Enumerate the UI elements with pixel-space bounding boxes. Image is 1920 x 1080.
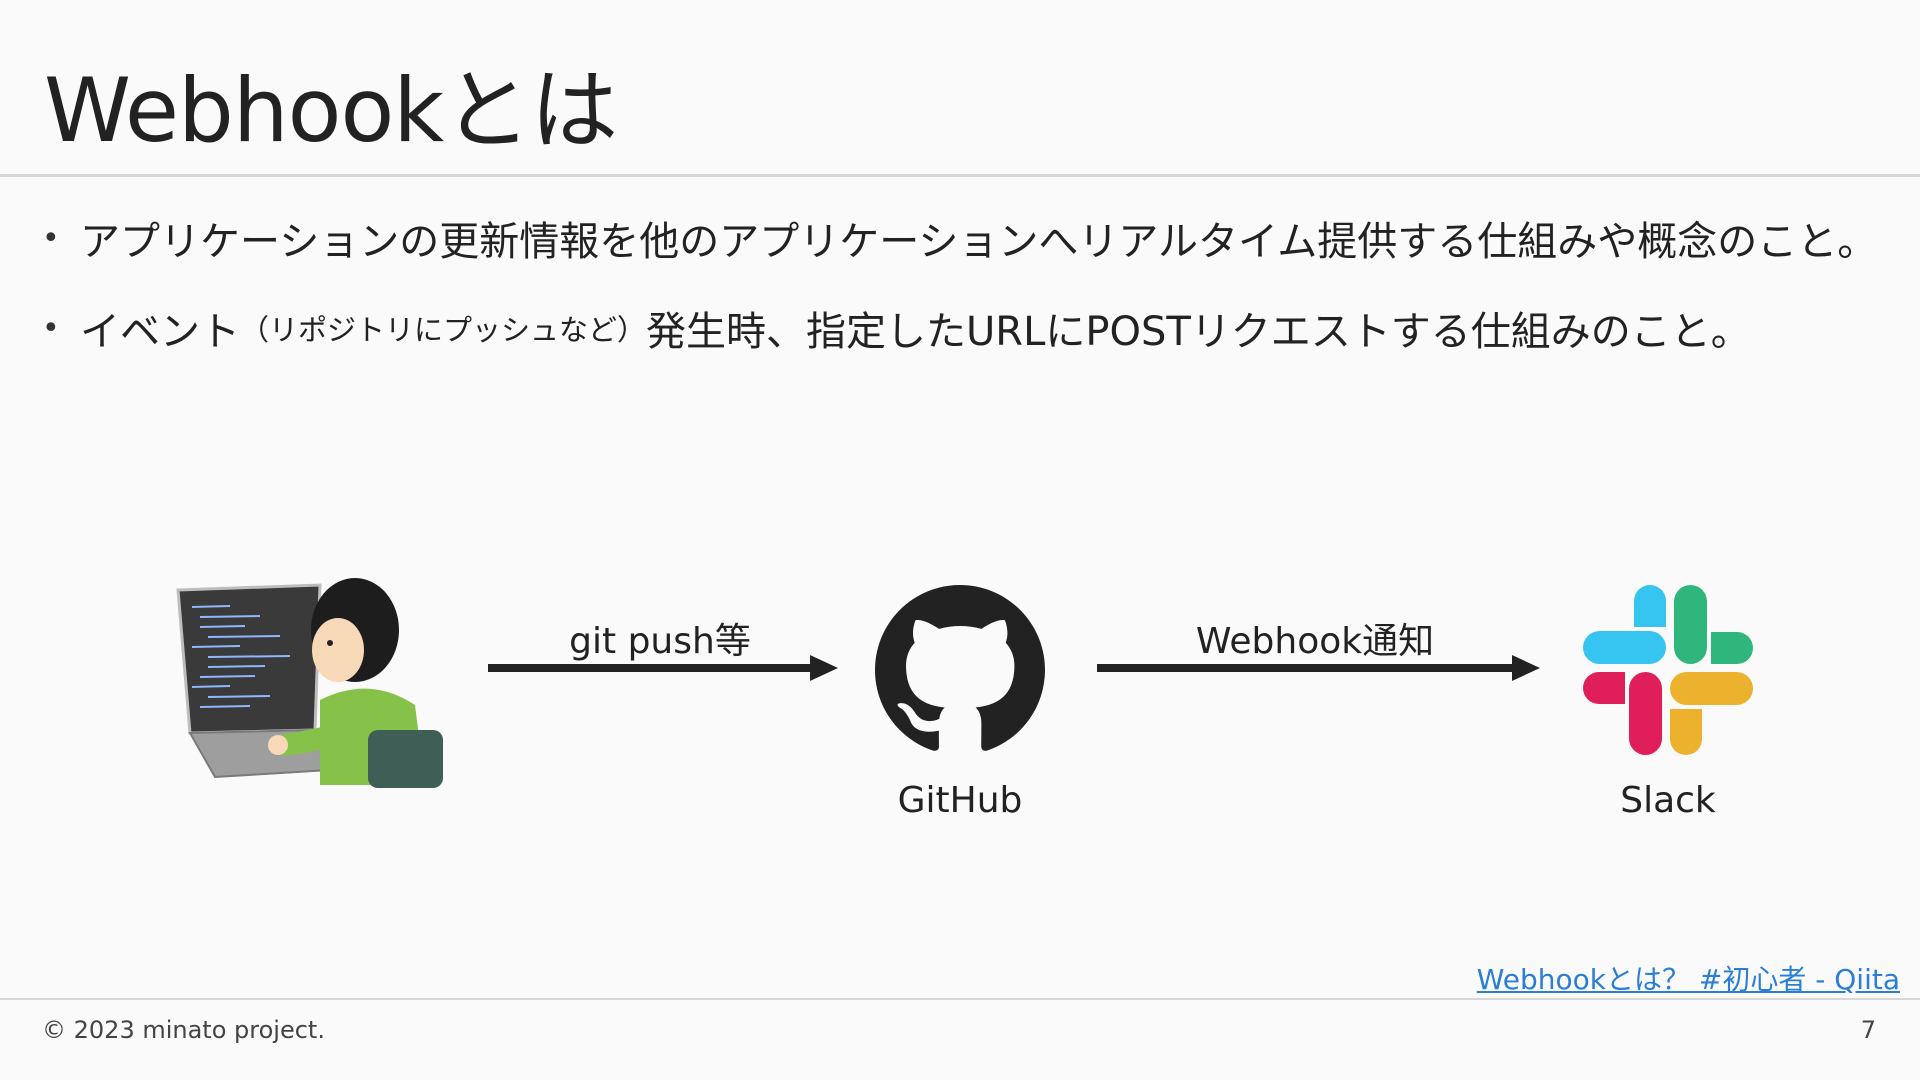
bullet-dot: • bbox=[42, 310, 60, 346]
arrow-right-icon bbox=[1097, 655, 1540, 681]
slack-label: Slack bbox=[1620, 780, 1716, 821]
bullet-note: （リポジトリにプッシュなど） bbox=[240, 313, 647, 347]
github-icon bbox=[875, 585, 1045, 751]
bullet-text-suffix: 発生時、指定したURLにPOSTリクエストする仕組みのこと。 bbox=[646, 309, 1751, 355]
arrow1-label: git push等 bbox=[569, 621, 751, 662]
programmer-illustration bbox=[176, 578, 443, 788]
copyright-text: © 2023 minato project. bbox=[42, 1016, 325, 1044]
qiita-link[interactable]: Webhookとは？ #初心者 - Qiita bbox=[1476, 963, 1900, 996]
bullet-text: アプリケーションの更新情報を他のアプリケーションへリアルタイム提供する仕組みや概… bbox=[80, 219, 1878, 265]
github-label: GitHub bbox=[897, 780, 1023, 821]
bullet-text-prefix: イベント bbox=[80, 309, 240, 355]
arrow-right-icon bbox=[488, 655, 838, 681]
arrow2-label: Webhook通知 bbox=[1195, 621, 1435, 662]
bullet-dot: • bbox=[42, 220, 60, 256]
slide-title: Webhookとは bbox=[44, 59, 618, 162]
bullet-item: • アプリケーションの更新情報を他のアプリケーションへリアルタイム提供する仕組み… bbox=[42, 212, 1902, 265]
bullet-item: • イベント （リポジトリにプッシュなど） 発生時、指定したURLにPOSTリク… bbox=[42, 302, 1902, 355]
slack-icon bbox=[1583, 585, 1753, 755]
title-divider bbox=[0, 174, 1920, 177]
page-number: 7 bbox=[1860, 1016, 1876, 1044]
bullet-list: • アプリケーションの更新情報を他のアプリケーションへリアルタイム提供する仕組み… bbox=[42, 212, 1902, 392]
footer-divider bbox=[0, 998, 1920, 1000]
